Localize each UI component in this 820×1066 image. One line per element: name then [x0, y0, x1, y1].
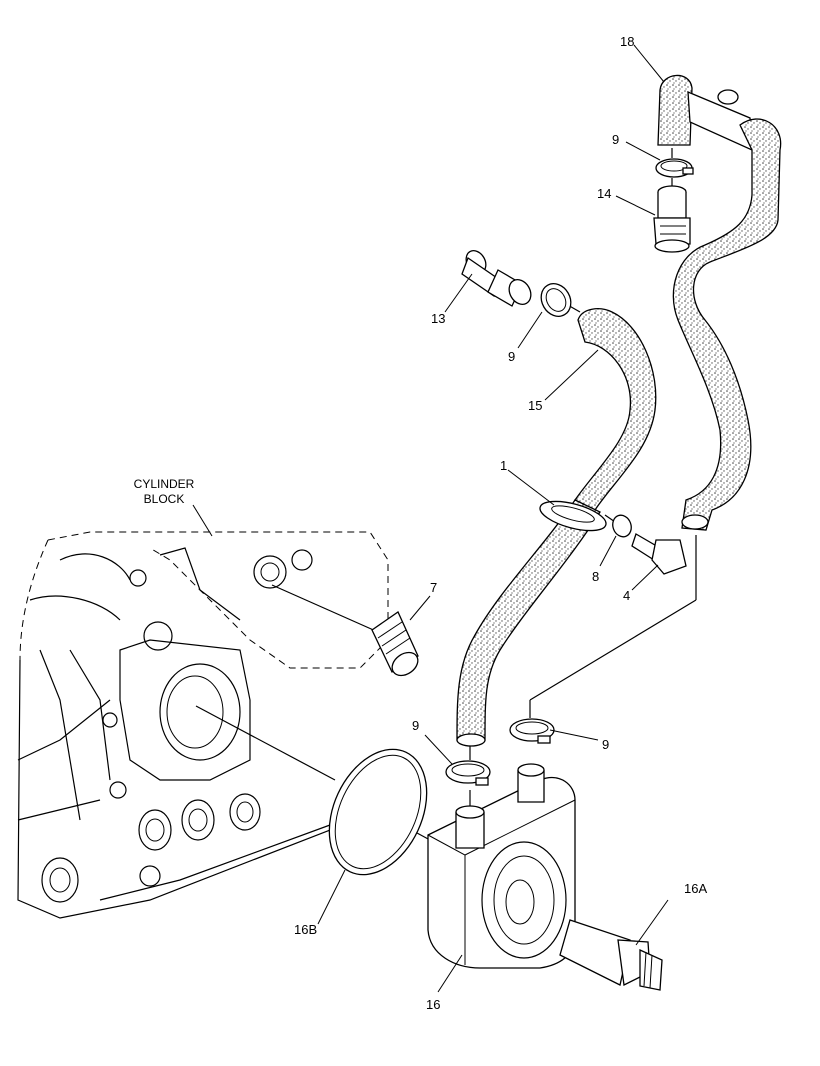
hose-18: [657, 74, 782, 531]
grommet-1: [539, 500, 607, 532]
fitting-16A: [559, 919, 663, 991]
callout-8: 8: [592, 569, 599, 584]
oil-cooler-16: [427, 763, 576, 969]
block-label: CYLINDER BLOCK: [134, 477, 195, 506]
callout-15: 15: [528, 398, 542, 413]
hose-clamp-9-lower-left: [445, 760, 491, 786]
hose-clamp-9-lower-right: [509, 718, 555, 744]
callout-9-lower-left: 9: [412, 718, 419, 733]
hose-clamp-9-top: [655, 158, 694, 178]
cylinder-block: [17, 531, 389, 919]
callout-7: 7: [430, 580, 437, 595]
callout-18: 18: [620, 34, 634, 49]
callout-leaders: [192, 44, 669, 993]
callout-4: 4: [623, 588, 630, 603]
bolt-4: [631, 533, 687, 575]
callout-1: 1: [500, 458, 507, 473]
callout-16B: 16B: [294, 922, 317, 937]
callout-13: 13: [431, 311, 445, 326]
callout-16A: 16A: [684, 881, 707, 896]
plug-7: [371, 611, 419, 677]
hose-15: [574, 308, 657, 511]
callout-9-top: 9: [612, 132, 619, 147]
fitting-13: [461, 250, 532, 307]
callout-16: 16: [426, 997, 440, 1012]
fitting-14: [653, 185, 691, 253]
callout-numbers: 18 9 14 13 9 15 1 8 4 7 9 9 16A 16B 16: [294, 34, 707, 1012]
seal-ring-16B: [328, 748, 428, 876]
callout-9-lower-right: 9: [602, 737, 609, 752]
block-label-line2: BLOCK: [144, 492, 185, 506]
leader-lines: [195, 148, 697, 936]
washer-8: [612, 514, 632, 538]
block-label-line1: CYLINDER: [134, 477, 195, 491]
hose-lower: [456, 499, 601, 747]
callout-9-upper: 9: [508, 349, 515, 364]
callout-14: 14: [597, 186, 611, 201]
hose-clamp-9-upper: [540, 283, 572, 317]
